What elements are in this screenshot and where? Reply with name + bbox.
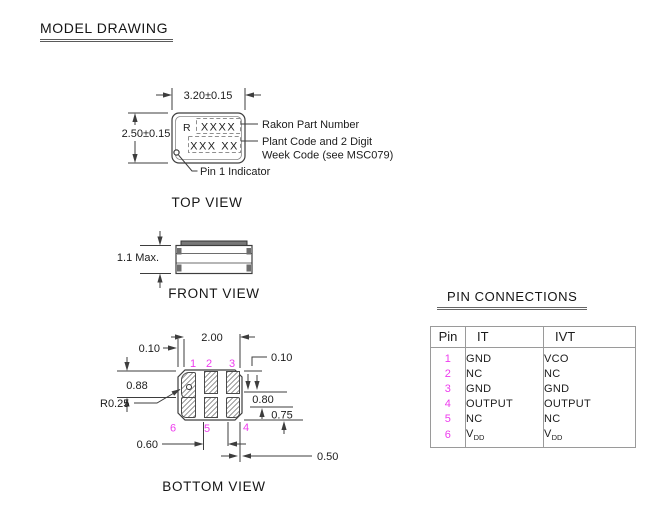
it-cell: GND: [465, 381, 544, 396]
top-view-drawing: 3.20±0.15 2.50±0.15 R XXXX XXX XX: [122, 88, 393, 210]
top-width-dimension: 3.20±0.15: [156, 88, 261, 110]
package-lid: [180, 240, 248, 246]
top-package-inner-outline: [175, 116, 242, 160]
part-number-callout: Rakon Part Number: [262, 119, 360, 131]
bottom-dimensions: 0.60 0.50: [137, 422, 338, 463]
it-cell: OUTPUT: [465, 396, 544, 411]
front-height-dim-label: 1.1 Max.: [117, 252, 159, 264]
dim-pad-gap: 0.50: [317, 451, 338, 463]
pin-connections-panel: PIN CONNECTIONS Pin IT IVT 1 GND VCO 2 N…: [430, 288, 636, 449]
castellation: [246, 248, 251, 255]
top-view-label: TOP VIEW: [171, 195, 242, 210]
pin-cell: 3: [444, 383, 452, 395]
pad-5: [204, 397, 218, 418]
castellation: [246, 264, 251, 272]
pad-6: [181, 397, 196, 418]
table-row: 3 GND GND: [431, 381, 636, 396]
pad-4: [226, 397, 240, 418]
dim-pitch: 2.00: [201, 332, 222, 344]
table-row: 2 NC NC: [431, 366, 636, 381]
dim-edge-gap-left: 0.10: [139, 343, 160, 355]
castellation: [177, 248, 182, 255]
dim-pad-width: 0.60: [137, 439, 158, 451]
dim-pad-length-left: 0.88: [126, 380, 147, 392]
pin-number-3: 3: [229, 358, 235, 370]
plant-code-box: [188, 136, 241, 153]
top-package-outline: [171, 112, 246, 164]
marking-prefix: R: [183, 122, 191, 134]
ivt-cell: VDD: [543, 426, 636, 448]
pin1-indicator-label: Pin 1 Indicator: [200, 166, 271, 178]
column-header-ivt: IVT: [543, 326, 636, 348]
ivt-cell: NC: [543, 411, 636, 426]
top-width-dim-label: 3.20±0.15: [184, 90, 233, 102]
castellation: [177, 264, 182, 272]
table-row: 6 VDD VDD: [431, 426, 636, 448]
edge-gap-right-dimension: 0.10: [251, 352, 292, 366]
pin-cell: 6: [444, 429, 452, 442]
front-package-outline: [175, 244, 253, 275]
front-view-drawing: 1.1 Max. FRONT VIEW: [117, 231, 260, 301]
pin-connections-title: PIN CONNECTIONS: [437, 289, 588, 310]
pin1-indicator-dot: [173, 149, 180, 156]
pin-number-1: 1: [190, 358, 196, 370]
top-height-dimension: 2.50±0.15: [122, 112, 171, 164]
it-cell: NC: [465, 411, 544, 426]
marking-line2: XXX XX: [190, 141, 239, 153]
column-header-pin: Pin: [430, 326, 466, 348]
part-number-box: [196, 118, 241, 134]
dim-pad-length-right: 0.80: [252, 394, 273, 406]
front-height-dimension: 1.1 Max.: [117, 231, 171, 288]
bottom-pitch-dimension: 2.00: [171, 332, 255, 368]
dim-row-offset: 0.75: [271, 410, 292, 422]
vdd-subscript: DD: [551, 433, 563, 443]
bottom-view-label: BOTTOM VIEW: [162, 479, 265, 494]
pin-cell: 1: [444, 353, 452, 365]
pin-cell: 2: [444, 368, 452, 380]
edge-gap-left-dimension: 0.10: [139, 343, 177, 355]
ivt-cell: NC: [543, 366, 636, 381]
front-view-label: FRONT VIEW: [168, 286, 260, 301]
marking-line1: XXXX: [201, 122, 236, 134]
dim-corner-radius: R0.25: [100, 398, 129, 410]
pin-number-2: 2: [206, 358, 212, 370]
pin-number-4: 4: [243, 422, 249, 434]
pin-cell: 5: [444, 413, 452, 425]
plant-code-callout-line1: Plant Code and 2 Digit: [262, 136, 372, 148]
table-header-row: Pin IT IVT: [430, 326, 636, 348]
bottom-view-drawing: 2.00 0.10 0.10 0.80: [100, 332, 338, 494]
ivt-cell: GND: [543, 381, 636, 396]
ivt-cell: VCO: [543, 347, 636, 366]
it-cell: NC: [465, 366, 544, 381]
table-row: 4 OUTPUT OUTPUT: [431, 396, 636, 411]
pin-number-6: 6: [170, 423, 176, 435]
pin-connections-table: Pin IT IVT 1 GND VCO 2 NC NC 3 G: [430, 326, 636, 449]
pin-number-5: 5: [204, 423, 210, 435]
radius-reference-dot: [186, 384, 192, 390]
vdd-subscript: DD: [473, 433, 485, 443]
left-side-dimensions: 0.88 R0.25: [100, 357, 181, 412]
right-side-dimensions: 0.80 0.75: [244, 370, 303, 434]
page-title: MODEL DRAWING: [40, 20, 174, 42]
table-row: 1 GND VCO: [431, 347, 636, 366]
pin-cell: 4: [444, 398, 452, 410]
ivt-cell: OUTPUT: [543, 396, 636, 411]
pad-3: [226, 371, 240, 394]
table-row: 5 NC NC: [431, 411, 636, 426]
pad-2: [204, 371, 218, 394]
it-cell: GND: [465, 347, 544, 366]
dim-edge-gap-right: 0.10: [271, 352, 292, 364]
it-cell: VDD: [465, 426, 544, 448]
top-height-dim-label: 2.50±0.15: [122, 128, 171, 140]
plant-code-callout-line2: Week Code (see MSC079): [262, 150, 393, 162]
column-header-it: IT: [465, 326, 544, 348]
